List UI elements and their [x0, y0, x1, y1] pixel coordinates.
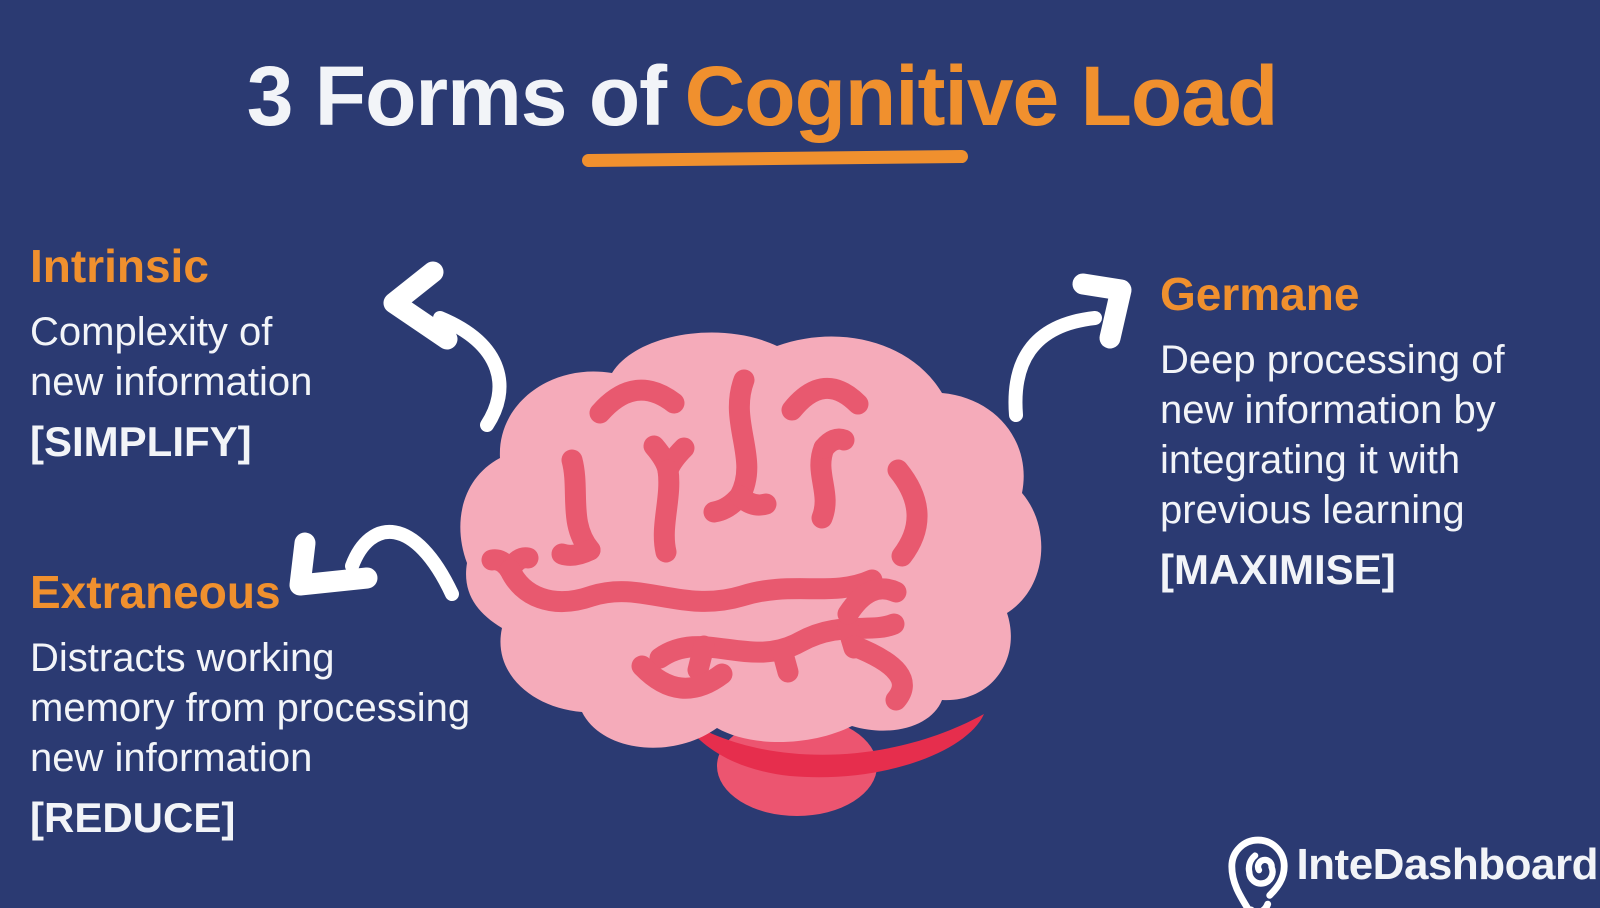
intedashboard-pin-spiral-icon — [1228, 836, 1289, 908]
extraneous-heading: Extraneous — [30, 566, 281, 618]
title-highlight: Cognitive Load — [684, 49, 1279, 143]
title-prefix: 3 Forms of — [246, 49, 667, 143]
text-line: integrating it with — [1160, 437, 1461, 482]
section-intrinsic: Intrinsic Complexity of new information … — [30, 240, 450, 467]
text-line: Distracts working — [30, 635, 335, 680]
title-underline — [581, 149, 969, 168]
text-line: Deep processing of — [1160, 337, 1505, 382]
curved-arrow-germane-icon — [1008, 273, 1132, 422]
section-extraneous: Extraneous Distracts working memory from… — [30, 566, 590, 843]
logo-text: InteDashboard — [1296, 840, 1598, 889]
text-line: new information — [30, 735, 313, 780]
germane-heading: Germane — [1160, 268, 1360, 320]
intrinsic-tag: [SIMPLIFY] — [30, 417, 252, 465]
text-line: previous learning — [1160, 487, 1465, 532]
brain-cerebellum — [717, 716, 877, 816]
intrinsic-description: Complexity of new information — [30, 307, 450, 407]
logo: InteDashboard — [1226, 828, 1598, 908]
text-line: memory from processing — [30, 685, 471, 730]
section-germane: Germane Deep processing of new informati… — [1160, 268, 1590, 595]
germane-tag: [MAXIMISE] — [1160, 545, 1396, 593]
germane-description: Deep processing of new information by in… — [1160, 335, 1590, 535]
extraneous-description: Distracts working memory from processing… — [30, 633, 590, 783]
text-line: new information by — [1160, 387, 1496, 432]
text-line: Complexity of — [30, 309, 273, 354]
extraneous-tag: [REDUCE] — [30, 793, 236, 841]
text-line: new information — [30, 359, 313, 404]
intrinsic-heading: Intrinsic — [30, 240, 209, 292]
brain-underside — [680, 714, 984, 778]
